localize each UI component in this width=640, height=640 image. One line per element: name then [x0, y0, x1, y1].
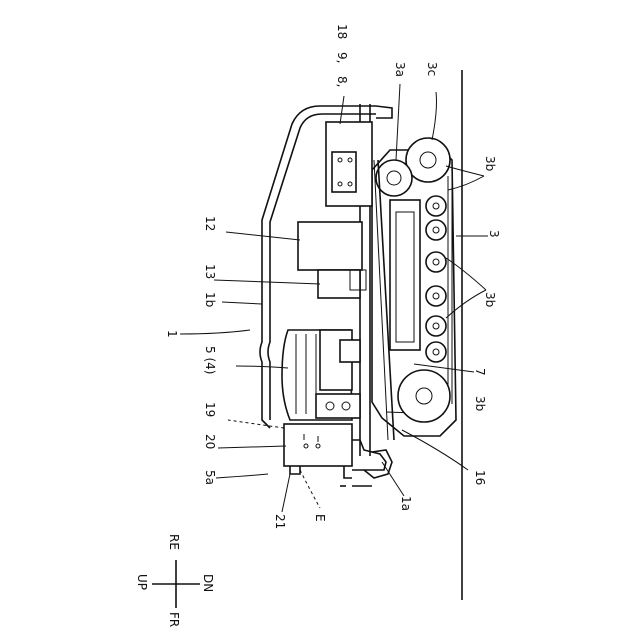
label-20: 20: [203, 434, 217, 449]
label-3b-top: 3b: [483, 156, 497, 171]
label-21: 21: [273, 514, 287, 529]
label-5a: 5a: [203, 470, 217, 485]
compass-re: RE: [167, 534, 181, 550]
compass-up: UP: [135, 574, 149, 590]
label-13: 13: [203, 264, 217, 279]
label-1: 1: [165, 330, 179, 338]
label-E: E: [313, 514, 327, 522]
road-wheels: [426, 196, 446, 362]
label-19: 19: [203, 402, 217, 417]
label-3b-bot: 3b: [473, 396, 487, 411]
label-8: 8,: [335, 76, 349, 87]
drive-sprocket: [376, 160, 412, 196]
component-12: [298, 222, 362, 270]
component-13: [318, 270, 360, 298]
label-3c: 3c: [425, 62, 439, 76]
label-7: 7: [473, 368, 487, 376]
label-1a: 1a: [399, 496, 413, 511]
label-18: 18: [335, 24, 349, 39]
label-5-4: 5 (4): [203, 346, 217, 374]
label-9: 9,: [335, 52, 349, 63]
compass-fr: FR: [167, 612, 181, 627]
compass-dn: DN: [201, 574, 215, 592]
label-3a: 3a: [393, 62, 407, 77]
label-1b: 1b: [203, 292, 217, 307]
engine: [282, 330, 360, 420]
label-16: 16: [473, 470, 487, 485]
label-3b-mid: 3b: [483, 292, 497, 307]
label-3: 3: [487, 230, 501, 238]
direction-compass: UP RE DN FR: [135, 534, 215, 627]
housing-5a: [228, 420, 386, 508]
idler-wheel-bottom: [398, 370, 450, 422]
label-12: 12: [203, 216, 217, 231]
